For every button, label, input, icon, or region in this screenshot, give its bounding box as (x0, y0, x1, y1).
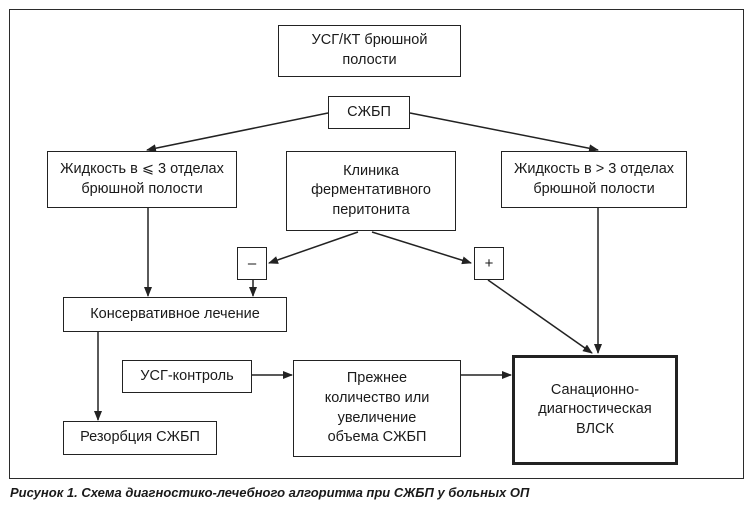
usg-control-box: УСГ-контроль (122, 360, 252, 393)
clinic-box: Клиника ферментативного перитонита (286, 151, 456, 231)
fluid-gt3-box: Жидкость в > 3 отделах брюшной полости (501, 151, 687, 208)
arrow-plus-to-vlsk (487, 279, 593, 354)
arrow-clinic-to-plus (371, 231, 472, 265)
figure-caption: Рисунок 1. Схема диагностико-лечебного а… (10, 485, 530, 500)
vlsk-box: Санационно- диагностическая ВЛСК (512, 355, 678, 465)
conservative-box: Консервативное лечение (63, 297, 287, 332)
fluid-le3-box: Жидкость в ⩽ 3 отделах брюшной полости (47, 151, 237, 208)
plus-box: + (474, 247, 504, 280)
minus-box: – (237, 247, 267, 280)
usg-kt-box: УСГ/КТ брюшной полости (278, 25, 461, 77)
arrow-szhbp-to-fluid-gt3 (409, 112, 599, 153)
arrow-clinic-to-minus (268, 231, 359, 264)
resorption-box: Резорбция СЖБП (63, 421, 217, 455)
szhbp-box: СЖБП (328, 96, 410, 129)
same-or-increase-box: Прежнее количество или увеличение объема… (293, 360, 461, 457)
arrow-szhbp-to-fluid-le3 (146, 112, 329, 153)
